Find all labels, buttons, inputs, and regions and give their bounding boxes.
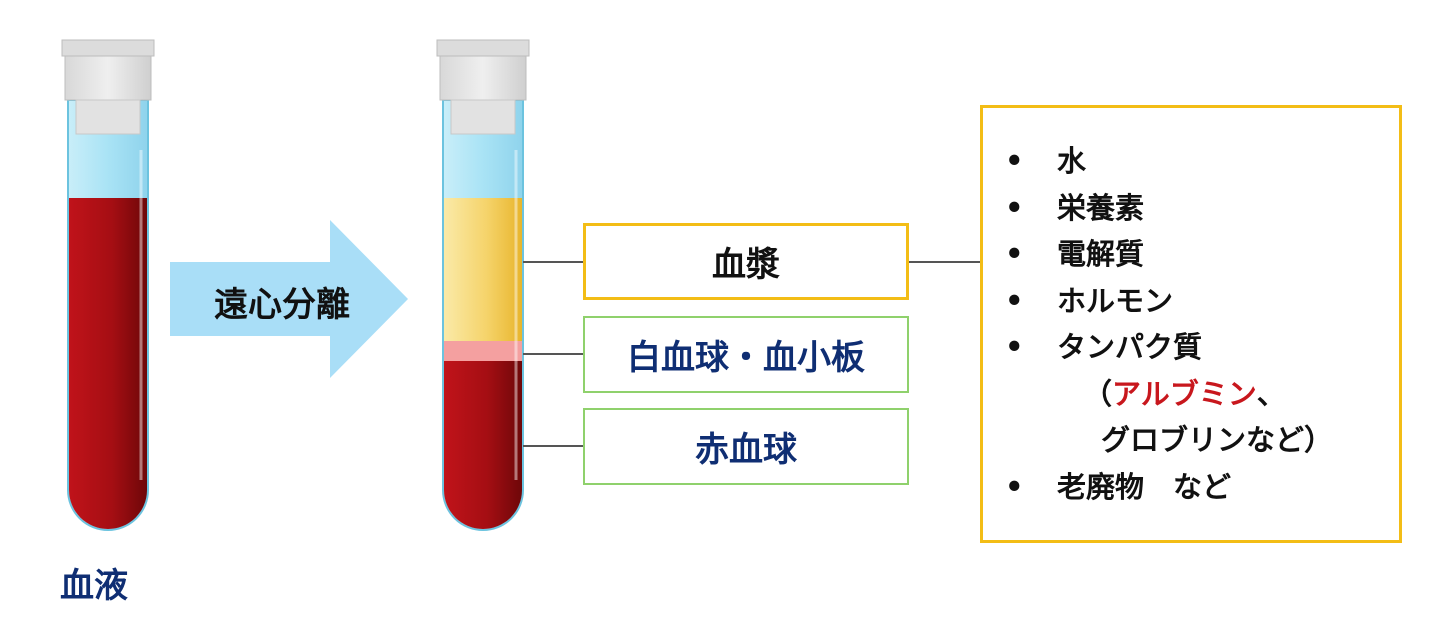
water-item: 水 bbox=[1057, 144, 1087, 178]
rbc-label-box: 赤血球 bbox=[583, 408, 909, 485]
list-item: • ホルモン bbox=[1005, 278, 1399, 325]
bullet: • bbox=[1005, 144, 1024, 178]
bullet: • bbox=[1005, 283, 1024, 318]
wbc-platelet-label: 白血球・血小板 bbox=[627, 338, 865, 378]
rbc-label: 赤血球 bbox=[695, 430, 797, 470]
plasma-label-box: 血漿 bbox=[583, 223, 909, 300]
globulin-item: グロブリンなど） bbox=[1101, 423, 1334, 457]
list-item: • 電解質 bbox=[1005, 231, 1399, 278]
plasma-label: 血漿 bbox=[712, 245, 780, 285]
centrifuge-arrow bbox=[170, 220, 408, 378]
proteins-item: タンパク質 bbox=[1057, 330, 1203, 364]
list-item-continuation: （ アルブミン 、 bbox=[1005, 371, 1399, 418]
list-item-continuation: グロブリンなど） bbox=[1005, 417, 1399, 464]
paren-open: （ bbox=[1083, 376, 1113, 411]
list-item: • 水 bbox=[1005, 138, 1399, 185]
albumin-item: アルブミン bbox=[1112, 376, 1257, 411]
list-item: • タンパク質 bbox=[1005, 324, 1399, 371]
nutrients-item: 栄養素 bbox=[1057, 190, 1145, 225]
bullet: • bbox=[1005, 330, 1024, 364]
comma: 、 bbox=[1256, 376, 1286, 411]
hormones-item: ホルモン bbox=[1057, 283, 1174, 318]
list-item: • 栄養素 bbox=[1005, 185, 1399, 232]
bullet: • bbox=[1005, 469, 1024, 504]
plasma-components-box: • 水 • 栄養素 • 電解質 • ホルモン • タンパク質 （ アルブミン 、… bbox=[980, 105, 1402, 543]
wbc-platelet-label-box: 白血球・血小板 bbox=[583, 316, 909, 393]
waste-item: 老廃物 など bbox=[1057, 469, 1232, 504]
bullet: • bbox=[1005, 237, 1024, 271]
bullet: • bbox=[1005, 190, 1024, 225]
blood-label: 血液 bbox=[60, 566, 128, 606]
separated-tube bbox=[436, 39, 530, 531]
blood-tube bbox=[61, 39, 155, 531]
electrolytes-item: 電解質 bbox=[1057, 237, 1145, 271]
list-item: • 老廃物 など bbox=[1005, 464, 1399, 511]
centrifugation-label: 遠心分離 bbox=[214, 284, 350, 325]
